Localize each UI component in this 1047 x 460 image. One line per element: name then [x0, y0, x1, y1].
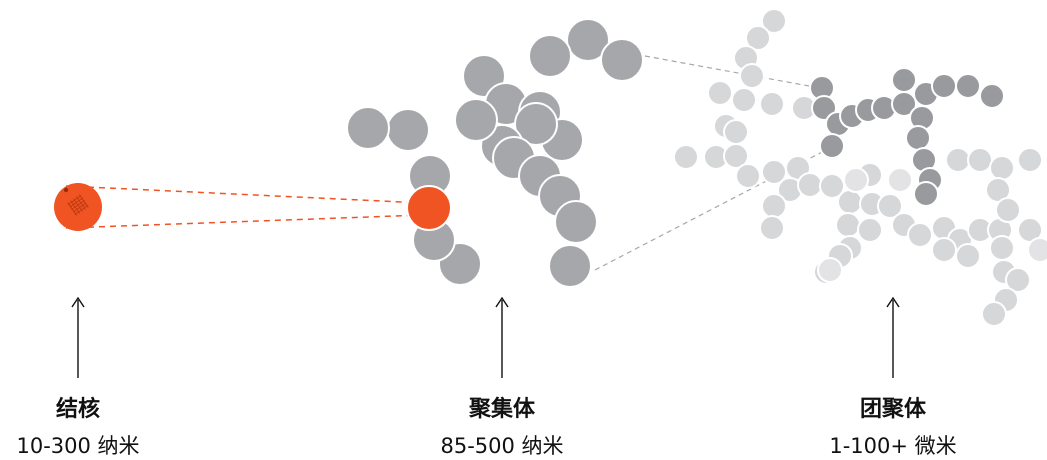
background-particle — [739, 63, 765, 89]
stage-title-agglomerate: 团聚体 — [859, 397, 926, 422]
chain-particle — [819, 133, 845, 159]
background-particle — [857, 217, 883, 243]
nucleus-circle — [54, 183, 102, 231]
background-particle — [887, 167, 913, 193]
background-particle — [1017, 147, 1043, 173]
background-particle — [759, 91, 785, 117]
chain-particle — [931, 73, 957, 99]
aggregate-particle — [548, 244, 592, 288]
background-particle — [673, 144, 699, 170]
background-particle — [955, 243, 981, 269]
background-particle — [837, 189, 863, 215]
nucleus-particle — [54, 183, 102, 231]
background-particle — [745, 25, 771, 51]
aggregate-particles — [346, 18, 644, 288]
aggregate-particle — [528, 34, 572, 78]
background-particle — [989, 235, 1015, 261]
stage-arrows — [71, 296, 900, 378]
zoom-line-lower — [65, 214, 424, 229]
aggregate-particle — [554, 200, 598, 244]
aggregate-particle — [514, 102, 558, 146]
background-particle — [1027, 237, 1047, 263]
background-particle — [967, 147, 993, 173]
stage-size-nucleus: 10-300 纳米 — [16, 434, 140, 458]
background-particle — [989, 155, 1015, 181]
chain-particle — [955, 73, 981, 99]
aggregate-particle — [566, 18, 610, 62]
nucleus-dot — [63, 187, 69, 193]
chain-particle — [979, 83, 1005, 109]
background-particle — [761, 8, 787, 34]
background-particle — [995, 197, 1021, 223]
background-particle — [707, 80, 733, 106]
background-particle — [931, 237, 957, 263]
background-particle — [759, 215, 785, 241]
zoom-line-upper — [644, 55, 821, 89]
chain-particle — [913, 181, 939, 207]
background-particle — [843, 167, 869, 193]
background-particle — [723, 119, 749, 145]
aggregate-particle — [346, 106, 390, 150]
background-particle — [819, 173, 845, 199]
chain-particle — [891, 67, 917, 93]
background-particle — [945, 147, 971, 173]
nucleus-lattice-icon — [67, 194, 89, 216]
aggregate-particle — [600, 38, 644, 82]
highlighted-nucleus-in-aggregate — [406, 185, 452, 231]
stage-title-aggregate: 聚集体 — [468, 397, 535, 422]
background-particle — [761, 193, 787, 219]
zoom-line-upper — [65, 185, 424, 204]
background-particle — [877, 193, 903, 219]
background-particle — [835, 212, 861, 238]
background-particle — [817, 257, 843, 283]
agglomerate-arrow-icon — [886, 296, 900, 378]
stage-title-nucleus: 结核 — [55, 397, 100, 422]
agglomerate-background-particles — [673, 8, 1047, 327]
stage-size-agglomerate: 1-100+ 微米 — [829, 434, 957, 458]
background-particle — [797, 172, 823, 198]
background-particle — [735, 163, 761, 189]
aggregate-particle — [454, 98, 498, 142]
background-particle — [731, 87, 757, 113]
background-particle — [907, 222, 933, 248]
stage-size-aggregate: 85-500 纳米 — [440, 434, 564, 458]
background-particle — [981, 301, 1007, 327]
nucleus-arrow-icon — [71, 296, 85, 378]
aggregate-arrow-icon — [495, 296, 509, 378]
chain-particle — [905, 125, 931, 151]
aggregate-particle — [386, 108, 430, 152]
background-particle — [1005, 267, 1031, 293]
agglomerate-highlighted-chain — [809, 67, 1005, 207]
